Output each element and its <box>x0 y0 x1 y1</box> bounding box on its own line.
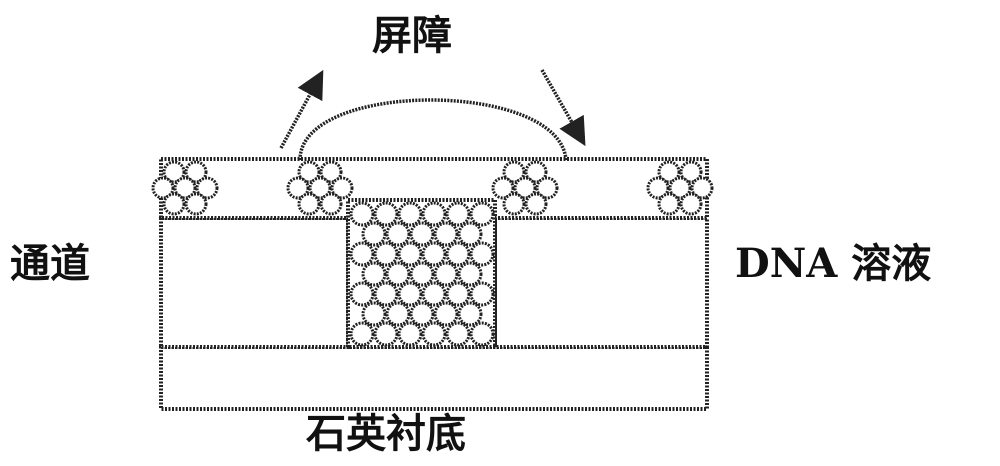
nanoparticle <box>459 223 481 245</box>
nanoparticle <box>321 194 341 214</box>
arrow-up-icon <box>281 76 320 148</box>
nanoparticle <box>447 323 469 345</box>
left-channel-block <box>161 218 348 347</box>
nanoparticle <box>375 323 397 345</box>
nanoparticle <box>471 323 493 345</box>
nanoparticle <box>435 223 457 245</box>
nanoparticle <box>411 263 433 285</box>
nanoparticle <box>399 323 421 345</box>
nanoparticle <box>186 194 206 214</box>
nanoparticle <box>459 263 481 285</box>
nanoparticle <box>363 223 385 245</box>
nanoparticle <box>387 303 409 325</box>
nanoparticle <box>526 194 546 214</box>
nanoparticle <box>363 263 385 285</box>
nanoparticle <box>447 203 469 225</box>
nanoparticle <box>375 243 397 265</box>
nanoparticle <box>435 263 457 285</box>
nanoparticle <box>471 243 493 265</box>
nanoparticle <box>351 203 373 225</box>
nanoparticle <box>411 303 433 325</box>
nanoparticle <box>659 194 679 214</box>
quartz-substrate <box>161 347 707 409</box>
nanoparticle <box>399 243 421 265</box>
nanoparticle <box>399 283 421 305</box>
nanoparticle <box>351 243 373 265</box>
nanoparticle <box>423 203 445 225</box>
nanoparticle <box>459 303 481 325</box>
nanoparticle <box>351 283 373 305</box>
nanoparticle <box>471 203 493 225</box>
nanoparticle <box>387 263 409 285</box>
barrier-label: 屏障 <box>372 16 452 56</box>
nanoparticle <box>423 243 445 265</box>
nanoparticle <box>411 223 433 245</box>
nanoparticle <box>681 194 701 214</box>
nanoparticle <box>423 323 445 345</box>
nanoparticle <box>504 194 524 214</box>
nanoparticle <box>435 303 457 325</box>
nanoparticle <box>387 223 409 245</box>
dna-solution-label: DNA 溶液 <box>735 244 931 284</box>
nanoparticle <box>447 283 469 305</box>
nanoparticle <box>351 323 373 345</box>
nanoparticle <box>447 243 469 265</box>
nanoparticle <box>423 283 445 305</box>
nanoparticle <box>164 194 184 214</box>
channel-label: 通道 <box>10 244 90 284</box>
nanoparticle <box>363 303 385 325</box>
nanoparticle <box>375 283 397 305</box>
nanoparticle <box>299 194 319 214</box>
nanoparticle <box>399 203 421 225</box>
substrate-label: 石英衬底 <box>306 414 466 454</box>
nanoparticle <box>375 203 397 225</box>
nanoparticle <box>471 283 493 305</box>
barrier-arc <box>300 100 566 160</box>
right-channel-block <box>495 218 707 347</box>
